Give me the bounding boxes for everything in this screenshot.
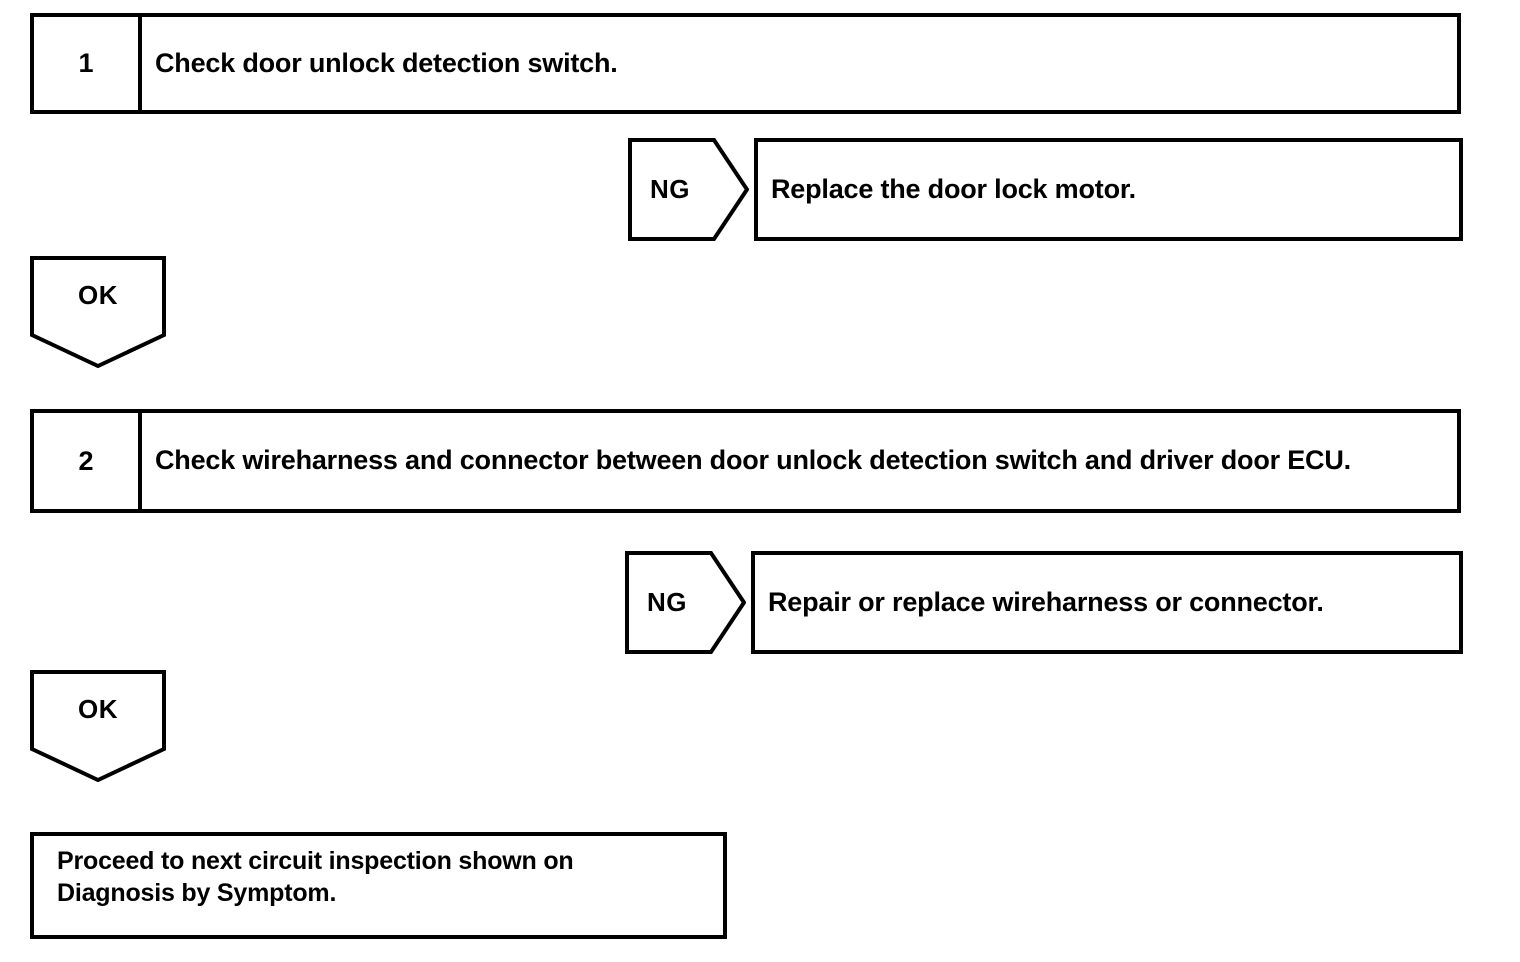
step-box-1: 1 Check door unlock detection switch. xyxy=(30,13,1461,114)
ok-arrow-2: OK xyxy=(30,670,166,782)
step-number-cell-2: 2 xyxy=(34,413,142,509)
ng-result-text-1: Replace the door lock motor. xyxy=(771,173,1136,204)
ok-arrow-label-2: OK xyxy=(78,694,118,724)
step-number-1: 1 xyxy=(78,48,94,78)
ok-arrow-label-1: OK xyxy=(78,280,118,310)
step-box-2: 2 Check wireharness and connector betwee… xyxy=(30,409,1461,513)
step-number-cell-1: 1 xyxy=(34,17,142,110)
step-number-2: 2 xyxy=(78,445,94,476)
step-instruction-2: Check wireharness and connector between … xyxy=(155,445,1351,476)
ng-arrow-2: NG xyxy=(625,551,746,654)
terminal-text: Proceed to next circuit inspection shown… xyxy=(57,847,574,907)
ng-arrow-label-1: NG xyxy=(650,174,690,204)
ng-result-box-2: Repair or replace wireharness or connect… xyxy=(751,551,1463,654)
ng-result-text-2: Repair or replace wireharness or connect… xyxy=(768,586,1324,617)
terminal-box: Proceed to next circuit inspection shown… xyxy=(30,832,727,939)
ok-arrow-shape-1 xyxy=(30,256,166,368)
ok-arrow-1: OK xyxy=(30,256,166,368)
ng-arrow-shape-2 xyxy=(625,551,746,654)
ng-arrow-shape-1 xyxy=(628,138,749,241)
step-instruction-cell-1: Check door unlock detection switch. xyxy=(142,17,1457,110)
ng-result-box-1: Replace the door lock motor. xyxy=(754,138,1463,241)
ok-arrow-shape-2 xyxy=(30,670,166,782)
step-instruction-cell-2: Check wireharness and connector between … xyxy=(142,413,1457,509)
step-instruction-1: Check door unlock detection switch. xyxy=(155,47,618,78)
ng-arrow-label-2: NG xyxy=(647,587,687,617)
ng-arrow-1: NG xyxy=(628,138,749,241)
